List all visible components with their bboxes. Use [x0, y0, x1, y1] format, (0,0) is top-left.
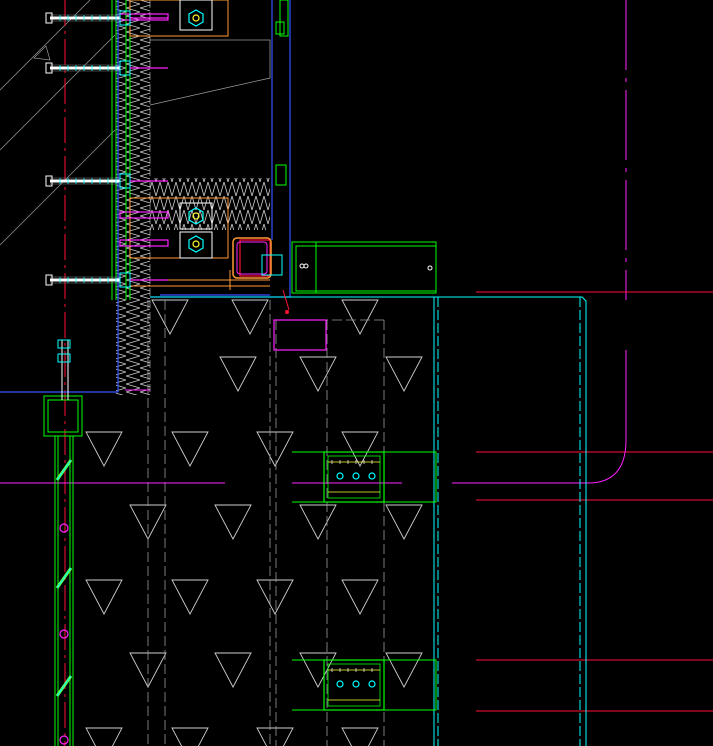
- mullion-bracket: [292, 451, 437, 503]
- glass-fixing-point: [59, 735, 69, 745]
- hatch-triangle: [85, 579, 123, 615]
- anchor-bolts: [45, 10, 168, 288]
- hatch-triangle: [385, 356, 423, 392]
- anchor-bolt: [45, 173, 168, 189]
- hatch-triangle: [256, 727, 294, 746]
- mullion-brackets: [292, 451, 437, 711]
- hatch-triangle: [214, 504, 252, 540]
- hatch-triangle: [85, 431, 123, 467]
- aluminium-mullion: [111, 0, 289, 300]
- wall-panel: [147, 0, 385, 746]
- cladding-outline: [150, 296, 587, 746]
- rhs-section: [232, 237, 283, 279]
- hatch-triangle: [256, 431, 294, 467]
- mullion-bracket: [292, 659, 437, 711]
- window-frame: [291, 241, 437, 294]
- hatch-triangle: [341, 431, 379, 467]
- hatch-triangle: [171, 431, 209, 467]
- hatch-triangle: [385, 652, 423, 688]
- glass-fixing-point: [59, 523, 69, 533]
- glass-clamp-edge: [56, 675, 72, 697]
- glass-clamp-edge: [56, 567, 72, 589]
- hatch-triangle: [256, 579, 294, 615]
- hex-nuts: [188, 9, 204, 253]
- hatch-triangle: [171, 579, 209, 615]
- hatch-triangle: [341, 579, 379, 615]
- hatch-triangle: [341, 299, 379, 335]
- earth-hatch: [0, 0, 116, 246]
- hatch-triangle: [171, 727, 209, 746]
- glass-fixing-point: [59, 629, 69, 639]
- glass-clamp-edge: [56, 459, 72, 481]
- fixing-bars: [119, 13, 327, 351]
- hatch-triangle: [231, 299, 269, 335]
- hatch-triangle: [385, 504, 423, 540]
- anchor-bolt: [45, 10, 168, 26]
- hatch-triangle: [85, 727, 123, 746]
- hatch-triangle: [299, 356, 337, 392]
- hatch-triangle: [214, 652, 252, 688]
- hatch-triangle: [299, 504, 337, 540]
- red-markers: [282, 289, 290, 314]
- hatch-triangle: [151, 299, 189, 335]
- hatch-triangle: [219, 356, 257, 392]
- hatch-triangle: [341, 727, 379, 746]
- anchor-bolt: [45, 60, 168, 76]
- anchor-bolt: [45, 272, 168, 288]
- bolt-plates: [179, 0, 213, 259]
- insulation-horizontal: [150, 178, 270, 230]
- glass-clamps: [55, 459, 73, 745]
